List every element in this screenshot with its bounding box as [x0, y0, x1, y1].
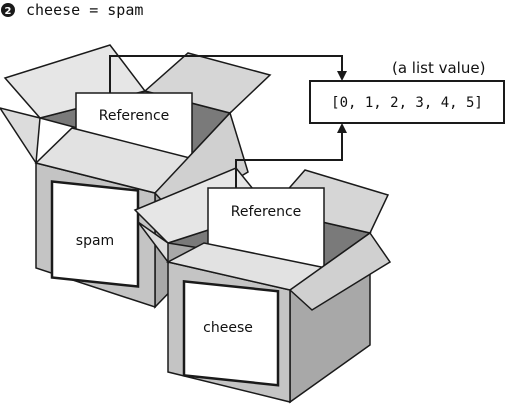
list-value-box	[309, 80, 505, 124]
list-value-caption: (a list value)	[392, 59, 485, 77]
spam-variable-name: spam	[76, 233, 114, 249]
cheese-box-label-plate	[182, 279, 280, 387]
step-number-badge	[1, 3, 15, 17]
cheese-box-front: cheese	[137, 221, 392, 404]
step-header: 2 cheese = spam	[1, 1, 143, 19]
code-statement: cheese = spam	[26, 1, 143, 19]
spam-reference-label: Reference	[99, 108, 170, 124]
cheese-box-back-right-flap	[268, 169, 390, 234]
list-value-contents: [0, 1, 2, 3, 4, 5]	[331, 95, 483, 111]
spam-box-label-plate	[50, 180, 140, 288]
step-number: 2	[5, 6, 12, 17]
spam-reference-arrow	[109, 55, 347, 93]
cheese-box-front-left-flap	[137, 221, 169, 265]
list-value-group: (a list value) [0, 1, 2, 3, 4, 5]	[309, 59, 505, 124]
cheese-box-right-flap	[288, 231, 392, 311]
cheese-variable-name: cheese	[203, 320, 253, 336]
cheese-reference-label: Reference	[231, 204, 302, 220]
spam-box-front-left-flap	[0, 107, 41, 166]
cheese-reference-arrow	[235, 123, 347, 188]
